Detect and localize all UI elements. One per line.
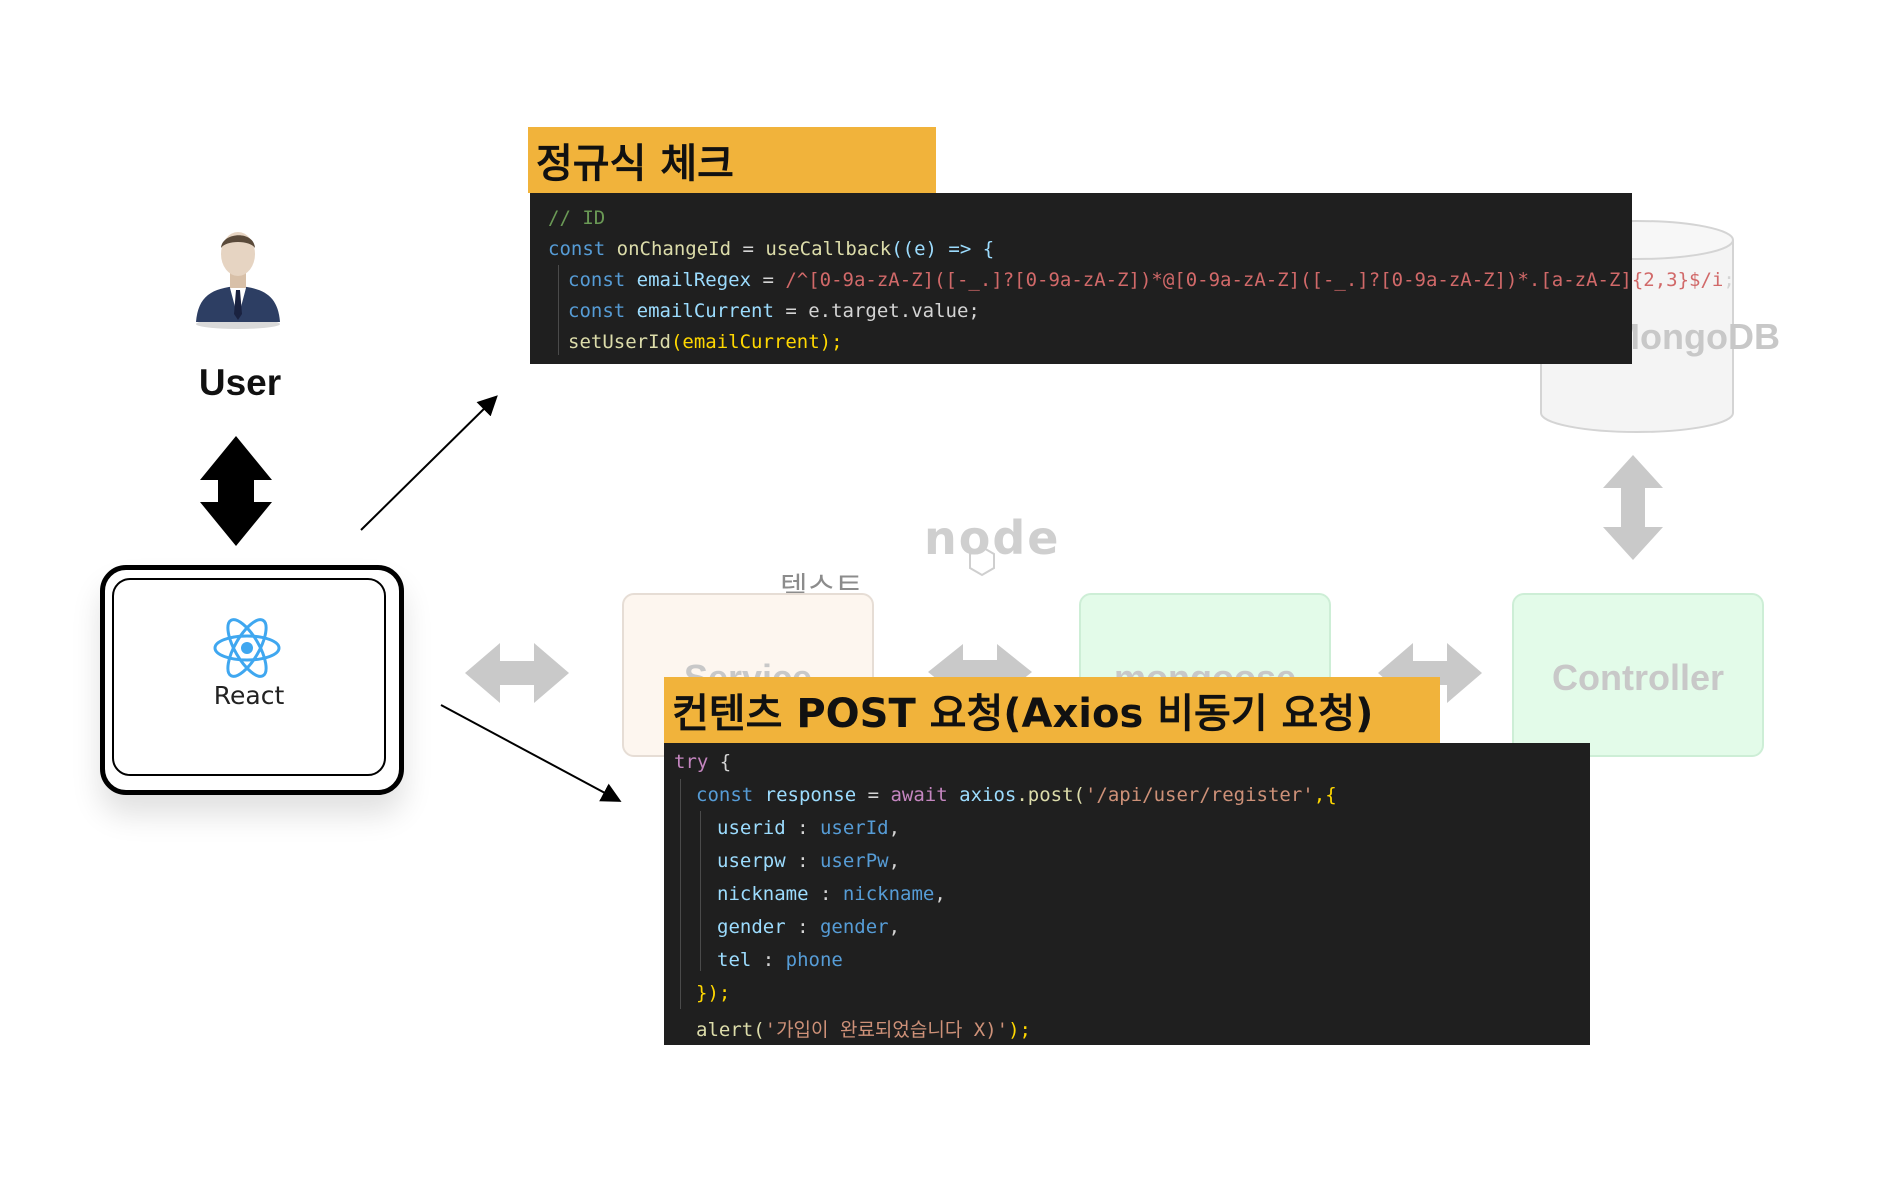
code-token: tel <box>717 949 752 971</box>
code-token: await <box>890 784 960 806</box>
code-token: useCallback <box>765 238 892 260</box>
code-token: userpw <box>717 850 786 872</box>
code-token: (emailCurrent); <box>670 331 843 353</box>
arrow-to-post-panel <box>440 704 622 802</box>
code-token: emailCurrent <box>636 300 774 322</box>
code-token: userPw <box>819 850 889 872</box>
code-token: gender <box>819 916 889 938</box>
user-avatar-icon <box>196 232 280 329</box>
code-token: ,{ <box>1313 784 1337 806</box>
user-label: User <box>198 362 282 403</box>
code-token: try <box>674 751 709 773</box>
user-react-arrow <box>200 436 272 546</box>
code-comment: // ID <box>548 207 606 229</box>
code-token: = e.target.value; <box>773 300 980 322</box>
code-token: : <box>785 916 820 938</box>
code-token: { <box>708 751 732 773</box>
code-token: onChangeId <box>616 238 732 260</box>
code-token: const <box>568 269 637 291</box>
code-token: ; <box>1723 269 1735 291</box>
code-token: /^[0-9a-zA-Z]([-_.]?[0-9a-zA-Z])*@[0-9a-… <box>785 269 1724 291</box>
code-token: : <box>785 817 820 839</box>
code-token: , <box>934 883 946 905</box>
controller-mongodb-arrow <box>1603 455 1663 560</box>
code-token: '가입이 완료되었습니다 X)' <box>764 1019 1009 1041</box>
code-token: }); <box>696 982 731 1004</box>
code-token: , <box>888 817 901 839</box>
mongodb-label: MongoDB <box>1610 316 1780 357</box>
code-token: const <box>568 300 637 322</box>
react-service-arrow <box>465 643 569 703</box>
code-token: '/api/user/register' <box>1084 784 1314 806</box>
code-token: userId <box>819 817 889 839</box>
code-token: : <box>808 883 843 905</box>
code-token: alert( <box>696 1019 765 1041</box>
controller-label: Controller <box>1551 657 1724 698</box>
code-token: const <box>548 238 617 260</box>
code-token: gender <box>717 916 786 938</box>
code-token: = <box>731 238 766 260</box>
code-token: phone <box>785 949 843 971</box>
react-box <box>112 578 386 776</box>
code-token: : <box>751 949 786 971</box>
code-token: = <box>856 784 891 806</box>
controller-box: Controller <box>1512 593 1764 757</box>
nodejs-hex-icon <box>969 545 995 577</box>
code-token: ); <box>1008 1019 1031 1041</box>
regex-panel-header: 정규식 체크 <box>528 127 936 193</box>
react-logo-icon <box>213 618 281 678</box>
code-token: response <box>764 784 857 806</box>
code-token: const <box>696 784 765 806</box>
code-token: = <box>751 269 786 291</box>
code-token: userid <box>717 817 786 839</box>
post-panel-header: 컨텐츠 POST 요청(Axios 비동기 요청) <box>664 677 1440 743</box>
post-code-panel: try { const response = await axios.post(… <box>664 743 1590 1045</box>
code-token: nickname <box>717 883 809 905</box>
react-label: React <box>213 681 285 710</box>
code-token: : <box>785 850 820 872</box>
code-token: , <box>888 850 901 872</box>
code-token: ((e) => { <box>891 238 995 260</box>
regex-code-panel: // ID const onChangeId = useCallback((e)… <box>530 193 1735 364</box>
code-token: emailRegex <box>636 269 752 291</box>
code-token: axios <box>959 784 1017 806</box>
arrow-to-regex-panel <box>360 395 498 531</box>
nodejs-label: node <box>924 511 1061 565</box>
code-token: .post( <box>1016 784 1085 806</box>
code-token: setUserId <box>568 331 671 353</box>
code-token: , <box>888 916 901 938</box>
code-token: nickname <box>842 883 935 905</box>
